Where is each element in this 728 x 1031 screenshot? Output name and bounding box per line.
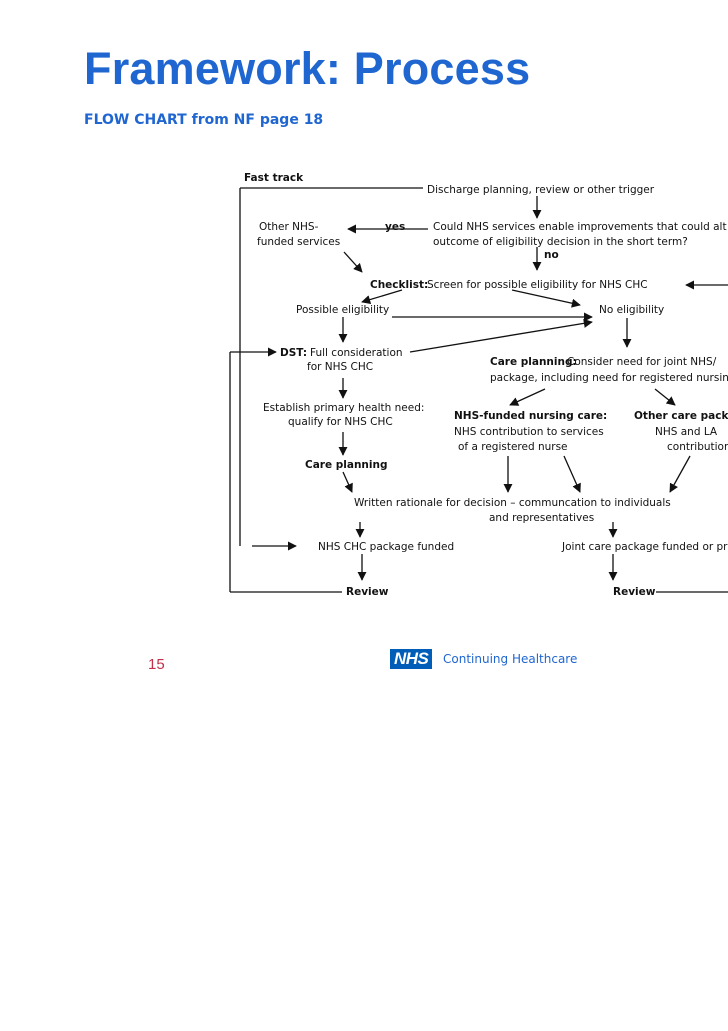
nhs-chc-package-node: NHS CHC package funded xyxy=(318,541,454,553)
connector-other-nhs-to-checklist xyxy=(343,251,363,273)
written-rationale-line2: and representatives xyxy=(489,512,594,524)
nhs-funded-nursing-label: NHS-funded nursing care: xyxy=(454,410,607,422)
establish-need-line2: qualify for NHS CHC xyxy=(288,416,393,428)
checklist-text: Screen for possible eligibility for NHS … xyxy=(427,279,648,291)
other-nhs-node-line1: Other NHS- xyxy=(259,221,319,233)
other-care-package-line1: NHS and LA xyxy=(655,426,718,438)
joint-care-planning-line1: Consider need for joint NHS/ xyxy=(567,356,717,368)
connector-dst-to-no xyxy=(409,318,593,353)
nhs-funded-nursing-line2: of a registered nurse xyxy=(458,441,568,453)
nhs-funded-nursing-line1: NHS contribution to services xyxy=(454,426,604,438)
dst-label: DST: xyxy=(280,347,307,359)
eligibility-question-line2: outcome of eligibility decision in the s… xyxy=(433,236,688,248)
care-planning-node: Care planning xyxy=(305,459,388,471)
slide-subtitle: FLOW CHART from NF page 18 xyxy=(84,112,324,128)
page-number: 15 xyxy=(148,656,165,673)
possible-eligibility-node: Possible eligibility xyxy=(296,304,389,316)
nhs-logo: NHS xyxy=(390,649,433,669)
no-label: no xyxy=(544,249,559,261)
dst-line2: for NHS CHC xyxy=(307,361,373,373)
other-care-package-line2: contribution xyxy=(667,441,728,453)
other-nhs-node-line2: funded services xyxy=(257,236,340,248)
checklist-label: Checklist: xyxy=(370,279,428,291)
connector-checklist-to-no xyxy=(511,289,581,308)
yes-label: yes xyxy=(385,221,405,233)
joint-care-package-node: Joint care package funded or pr xyxy=(561,541,728,553)
fast-track-label: Fast track xyxy=(244,172,304,184)
establish-need-line1: Establish primary health need: xyxy=(263,402,424,414)
connector-joint-to-other xyxy=(654,388,676,406)
connector-care-planning-to-written xyxy=(342,471,353,493)
other-care-package-label: Other care packag xyxy=(634,410,728,422)
connector-other-to-written xyxy=(669,455,691,493)
review-left-node: Review xyxy=(346,586,389,598)
footer-label: Continuing Healthcare xyxy=(443,652,578,666)
connector-joint-to-nursing xyxy=(509,388,546,406)
joint-care-planning-line2: package, including need for registered n… xyxy=(490,372,728,384)
flowchart-diagram: Fast track Discharge planning, review or… xyxy=(229,172,728,598)
no-eligibility-node: No eligibility xyxy=(599,304,664,316)
joint-care-planning-label: Care planning: xyxy=(490,356,577,368)
eligibility-question-line1: Could NHS services enable improvements t… xyxy=(433,221,727,233)
written-rationale-line1: Written rationale for decision – communc… xyxy=(354,497,671,509)
dst-line1: Full consideration xyxy=(310,347,403,359)
connector-nursing-to-joint xyxy=(563,455,581,493)
review-right-node: Review xyxy=(613,586,656,598)
connector-checklist-to-possible xyxy=(361,289,403,305)
trigger-node: Discharge planning, review or other trig… xyxy=(427,184,655,196)
slide-title: Framework: Process xyxy=(84,43,531,94)
